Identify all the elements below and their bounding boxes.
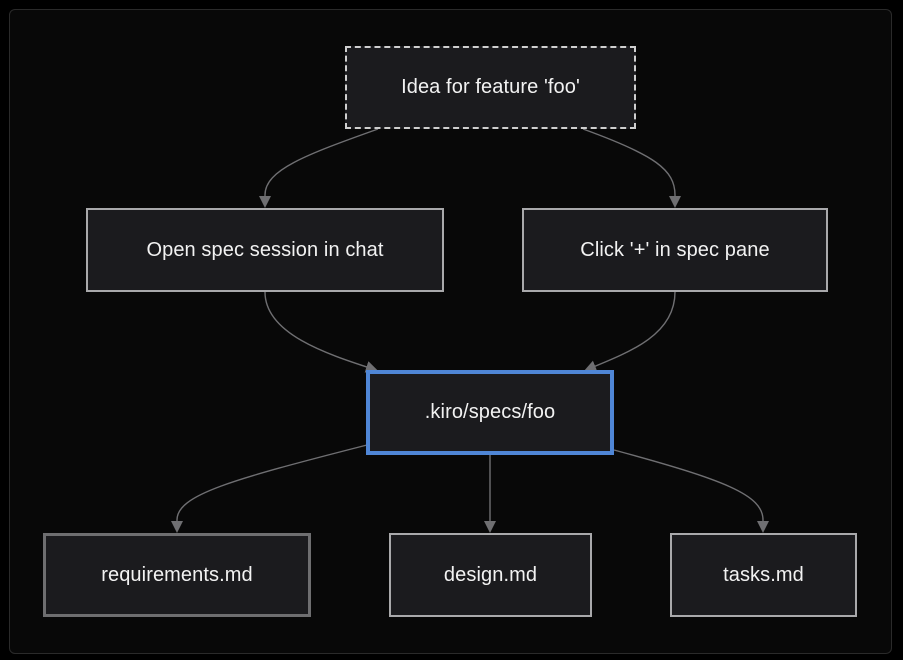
edge-kiro-to-requirements — [171, 444, 368, 533]
edge-idea-to-open-spec — [259, 128, 379, 208]
node-design-label: design.md — [443, 563, 538, 586]
node-idea: Idea for feature 'foo' — [345, 46, 636, 129]
edge-idea-to-click-plus — [582, 128, 681, 208]
edge-click-plus-to-kiro — [584, 291, 676, 372]
node-click-plus: Click '+' in spec pane — [522, 208, 828, 292]
edge-kiro-to-tasks — [613, 449, 769, 533]
node-kiro-specs: .kiro/specs/foo — [366, 370, 614, 455]
node-kiro-specs-label: .kiro/specs/foo — [424, 401, 556, 423]
node-requirements: requirements.md — [43, 533, 311, 617]
node-click-plus-label: Click '+' in spec pane — [580, 238, 770, 261]
node-open-spec-session: Open spec session in chat — [86, 208, 444, 292]
node-idea-label: Idea for feature 'foo' — [401, 76, 580, 98]
node-tasks-label: tasks.md — [723, 563, 804, 586]
node-requirements-label: requirements.md — [101, 563, 253, 586]
node-design: design.md — [389, 533, 592, 617]
node-open-spec-session-label: Open spec session in chat — [146, 238, 384, 261]
node-tasks: tasks.md — [670, 533, 857, 617]
edge-open-spec-to-kiro — [264, 291, 378, 373]
